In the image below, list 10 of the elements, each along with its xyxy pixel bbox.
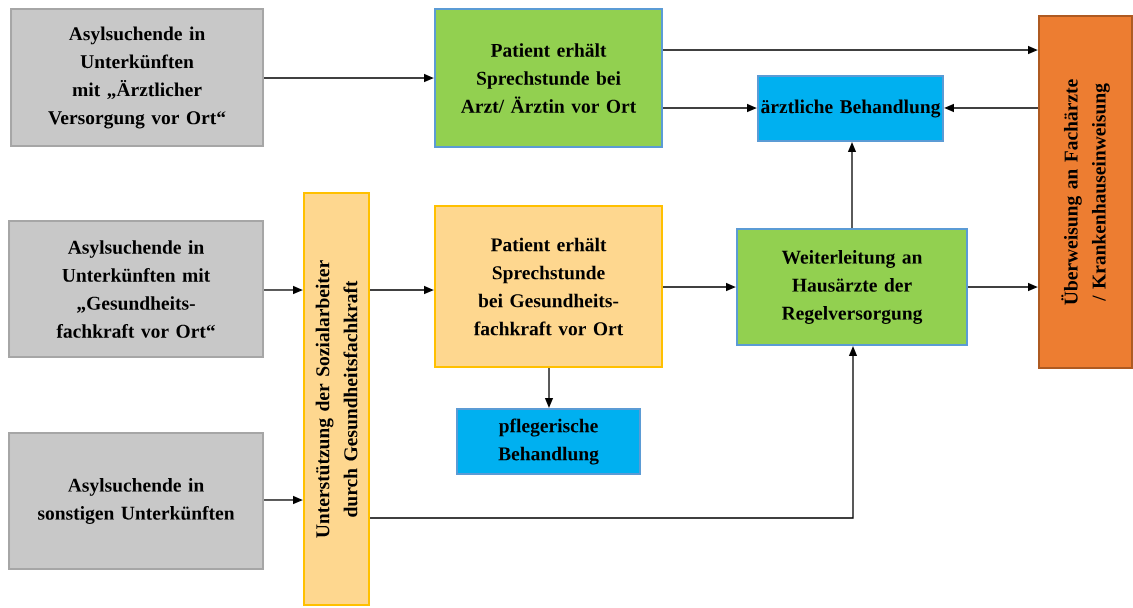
group-box: Asylsuchende in sonstigen Unterkünften (8, 432, 264, 570)
process-box: Weiterleitung an Hausärzte der Regelversorgung (736, 228, 968, 346)
process-box: Patient erhält Sprechstunde bei Arzt/ Ärztin vor Ort (434, 8, 663, 148)
referral-bar: Überweisung an Fachärzte / Krankenhauseinweisung (1038, 15, 1133, 369)
treatment-box: ärztliche Behandlung (757, 75, 944, 142)
support-bar: Unterstützung der Sozialarbeiter durch Gesundheitsfachkraft (303, 192, 370, 606)
process-box: Patient erhält Sprechstunde bei Gesundheits- fachkraft vor Ort (434, 205, 663, 368)
group-box: Asylsuchende in Unterkünften mit „Gesundheits- fachkraft vor Ort“ (8, 220, 264, 358)
treatment-box: pflegerische Behandlung (456, 408, 641, 475)
group-box: Asylsuchende in Unterkünften mit „Ärztlicher Versorgung vor Ort“ (10, 8, 264, 147)
